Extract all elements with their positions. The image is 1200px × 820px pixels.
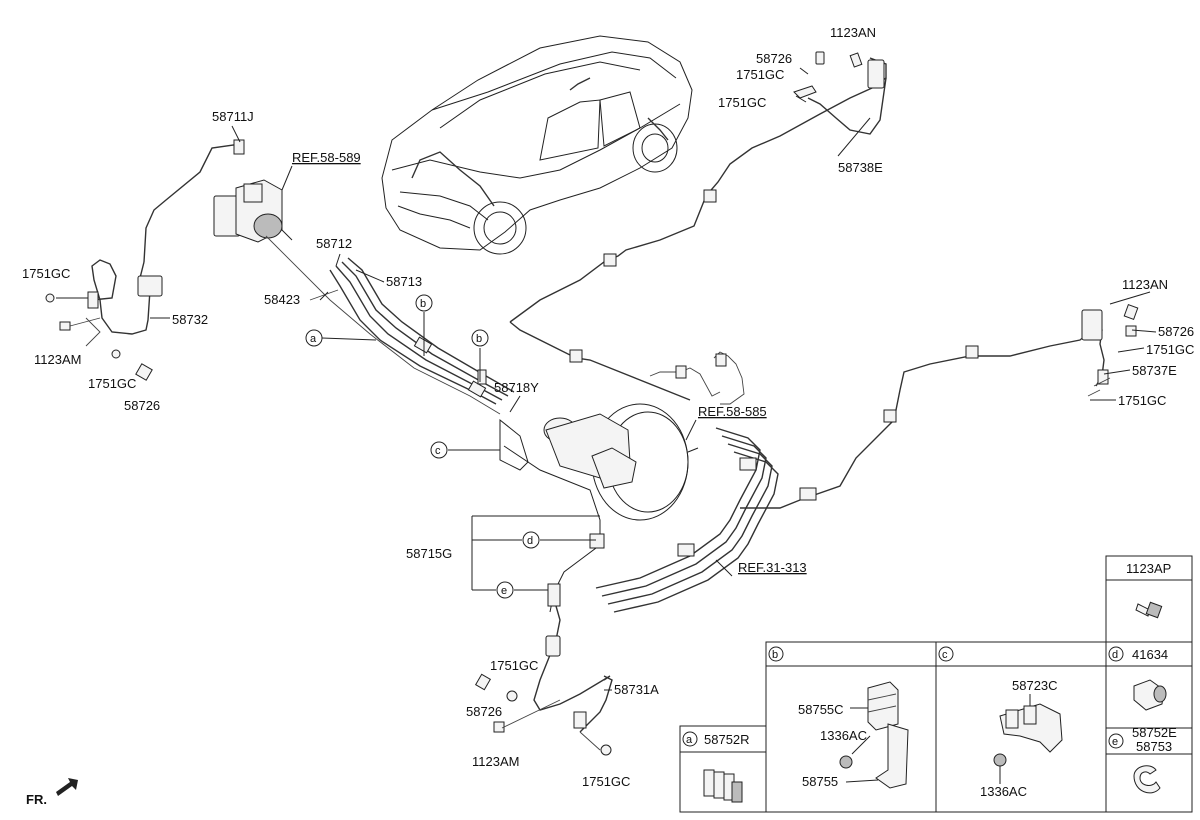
- label-58731A: 58731A: [614, 682, 659, 697]
- front-direction-indicator: FR.: [26, 778, 78, 807]
- table-c-callout: c: [942, 649, 948, 661]
- ref-58-585: REF.58-585: [698, 404, 767, 419]
- table-c-part2: 1336AC: [980, 784, 1027, 799]
- label-58737E: 58737E: [1132, 363, 1177, 378]
- master-cylinder-booster: [499, 403, 699, 613]
- callout-d: d: [527, 535, 533, 547]
- table-b-part2: 1336AC: [820, 728, 867, 743]
- bracket-58755-icon: [839, 681, 909, 789]
- label-58718Y: 58718Y: [494, 380, 539, 395]
- label-58726-front-right: 58726: [466, 704, 502, 719]
- rear-hardware: [793, 51, 1139, 337]
- front-arrow-icon: [56, 778, 78, 796]
- label-1123AN-rear-right: 1123AN: [1122, 277, 1168, 292]
- label-1123AN-rear-top: 1123AN: [830, 25, 876, 40]
- table-top-part: 1123AP: [1126, 561, 1171, 576]
- label-58715G: 58715G: [406, 546, 452, 561]
- label-58726-left: 58726: [124, 398, 160, 413]
- grommet-41634-icon: [1133, 679, 1167, 711]
- callout-a: a: [310, 333, 317, 345]
- label-1751GC-rear-top-b: 1751GC: [718, 95, 766, 110]
- part-labels: 58711J 58712 58713 58423 58732 1751GC 11…: [22, 25, 1194, 789]
- label-58711J: 58711J: [212, 109, 254, 124]
- table-b-part3: 58755: [802, 774, 838, 789]
- abs-brake-lines: [265, 235, 515, 415]
- hecu-abs-unit: [213, 179, 293, 243]
- label-1751GC-left-bottom: 1751GC: [88, 376, 136, 391]
- clip-58752E-icon: [1133, 765, 1161, 794]
- label-1123AM-left: 1123AM: [34, 352, 81, 367]
- table-e-part2: 58753: [1136, 739, 1172, 754]
- clip-58752R-icon: [703, 769, 743, 803]
- front-left-hose-assembly: [45, 139, 245, 381]
- label-58713: 58713: [386, 274, 422, 289]
- ref-58-589: REF.58-589: [292, 150, 361, 165]
- label-1751GC-front-right-bottom: 1751GC: [582, 774, 630, 789]
- table-a-part: 58752R: [704, 732, 750, 747]
- label-58423: 58423: [264, 292, 300, 307]
- callout-b-lower: b: [476, 333, 482, 345]
- rear-brake-line-run: [509, 57, 1111, 613]
- label-58712: 58712: [316, 236, 352, 251]
- clip-58723C-icon: [993, 694, 1063, 784]
- label-1123AM-front-right: 1123AM: [472, 754, 519, 769]
- label-1751GC-left-top: 1751GC: [22, 266, 70, 281]
- label-1751GC-rear-right-b: 1751GC: [1118, 393, 1166, 408]
- table-b-callout: b: [772, 649, 778, 661]
- table-a-callout: a: [686, 734, 693, 746]
- ref-31-313: REF.31-313: [738, 560, 807, 575]
- table-e-callout: e: [1112, 736, 1118, 748]
- parts-table: a 58752R b 58755C 1336AC 58755: [679, 555, 1193, 813]
- bolt-1123AP-icon: [1135, 601, 1163, 619]
- callout-c: c: [435, 445, 441, 457]
- front-right-hose-assembly: [474, 605, 613, 756]
- table-e-part1: 58752E: [1132, 725, 1177, 740]
- label-58738E: 58738E: [838, 160, 883, 175]
- callout-b-upper: b: [420, 298, 426, 310]
- callout-bubbles: a b b c d e: [305, 294, 540, 599]
- label-58732: 58732: [172, 312, 208, 327]
- callout-e: e: [501, 585, 507, 597]
- label-58726-rear-right: 58726: [1158, 324, 1194, 339]
- label-1751GC-rear-top-a: 1751GC: [736, 67, 784, 82]
- vehicle-illustration: [381, 35, 693, 255]
- leader-lines: [231, 117, 1157, 691]
- label-1751GC-rear-right-a: 1751GC: [1146, 342, 1194, 357]
- table-d-part: 41634: [1132, 647, 1168, 662]
- label-58726-rear-top: 58726: [756, 51, 792, 66]
- table-d-callout: d: [1112, 649, 1118, 661]
- table-c-part1: 58723C: [1012, 678, 1058, 693]
- table-b-part1: 58755C: [798, 702, 844, 717]
- label-1751GC-front-right: 1751GC: [490, 658, 538, 673]
- fr-label: FR.: [26, 792, 47, 807]
